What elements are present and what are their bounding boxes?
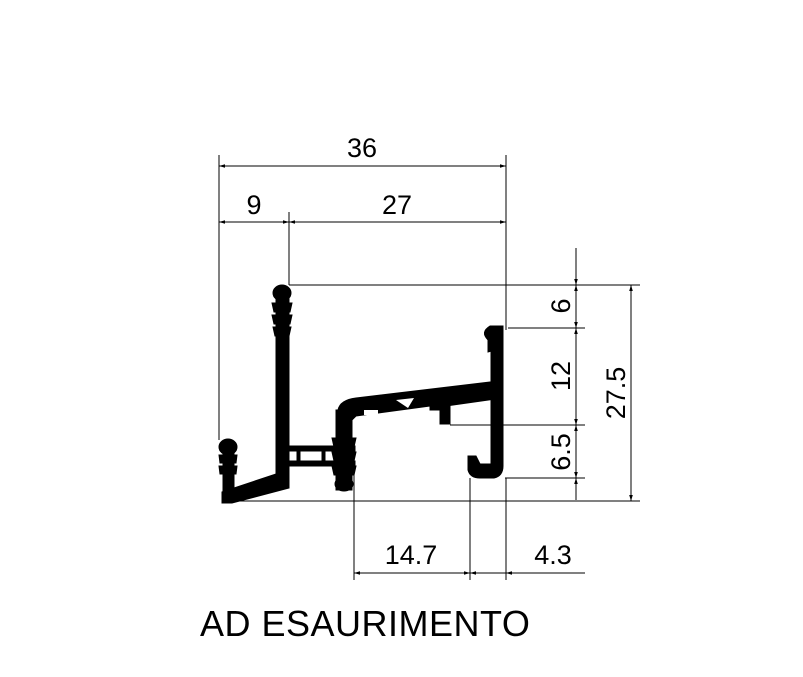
dimension-label-27: 27 [382, 190, 412, 220]
drawing-caption: AD ESAURIMENTO [200, 603, 531, 644]
dimension-line-27: 27 [289, 190, 506, 224]
dimension-label-6-5: 6.5 [546, 433, 576, 471]
dimension-label-36: 36 [347, 133, 377, 163]
dimension-line-14-7: 14.7 [354, 540, 470, 575]
extension-lines [218, 155, 640, 580]
sloped-top-bar [337, 381, 504, 421]
dimension-label-4-3: 4.3 [534, 540, 572, 570]
profile-section [218, 284, 504, 504]
dimension-line-36: 36 [219, 133, 506, 168]
dimension-label-14-7: 14.7 [385, 540, 438, 570]
dimension-line-4-3: 4.3 [470, 540, 585, 575]
dimension-label-6: 6 [546, 298, 576, 313]
dimension-label-27-5: 27.5 [601, 367, 631, 420]
dimension-label-9: 9 [246, 190, 261, 220]
dimension-line-vertical-chain: 6 12 6.5 [546, 248, 578, 500]
left-fin [271, 284, 293, 489]
central-stem [331, 409, 357, 492]
base-strip [221, 473, 290, 504]
dimension-label-12: 12 [546, 361, 576, 391]
dimension-line-9: 9 [219, 190, 289, 224]
dimension-line-27-5: 27.5 [601, 285, 633, 501]
right-wall [467, 325, 504, 479]
